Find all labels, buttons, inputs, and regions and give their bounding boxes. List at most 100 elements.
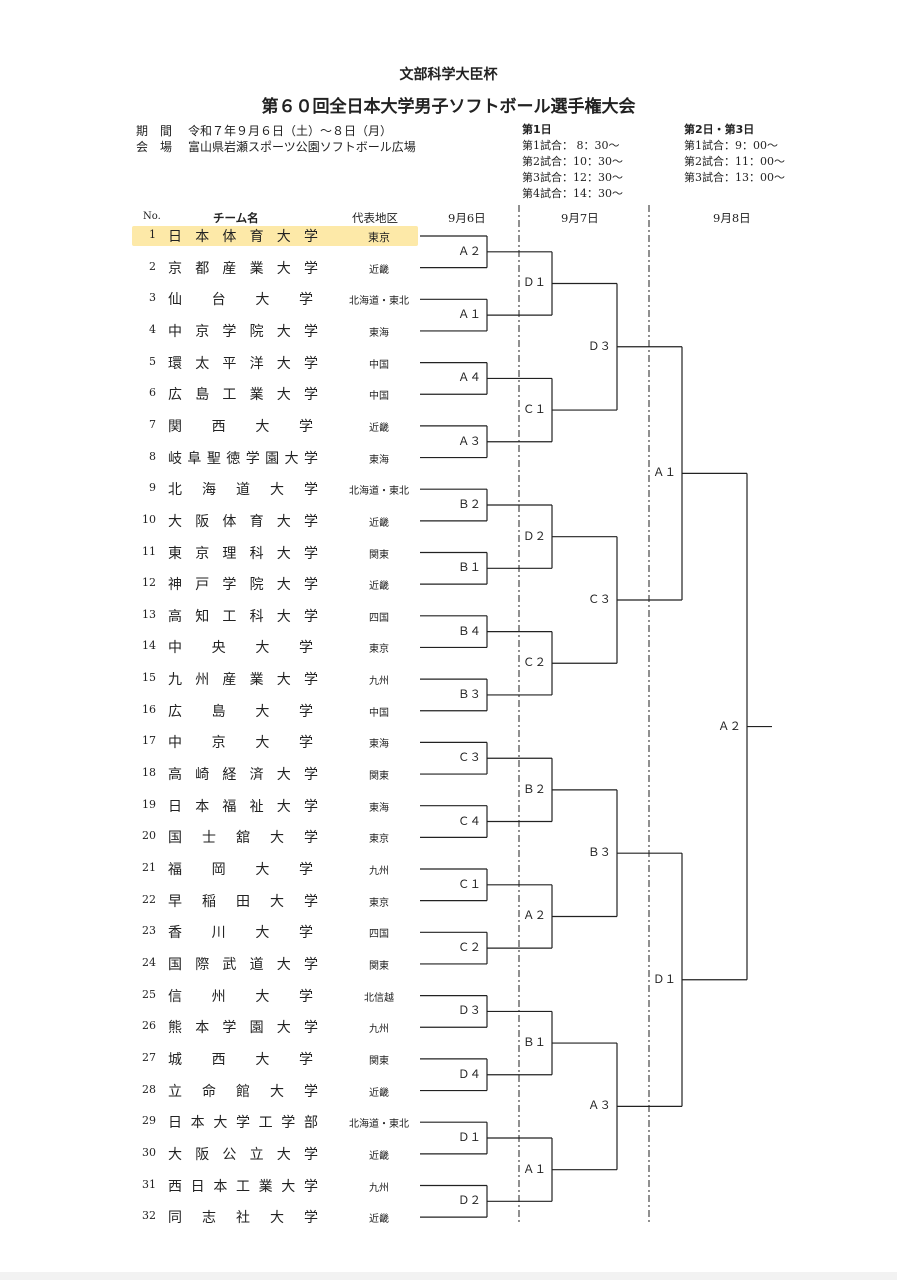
team-number: 8: [149, 449, 156, 463]
game-label: Ｄ３: [457, 1003, 482, 1018]
team-name-char: 学: [298, 862, 313, 878]
team-name: 国際武道大学: [168, 954, 318, 974]
team-name-char: 海: [202, 482, 216, 499]
team-name-char: 学: [298, 735, 313, 752]
tournament-title: 第６０回全日本大学男子ソフトボール選手権大会: [261, 97, 636, 117]
team-region: 近畿: [369, 422, 389, 434]
team-name-char: 学: [303, 608, 318, 625]
team-number: 27: [142, 1050, 156, 1064]
highlight-marker: [132, 226, 418, 246]
team-name: 神戸学院大学: [168, 574, 318, 594]
team-name-char: 科: [249, 608, 264, 625]
team-region: 四国: [369, 929, 389, 941]
team-name-char: 工: [222, 387, 237, 404]
team-name-char: 体: [222, 229, 237, 245]
team-region: 北信越: [364, 992, 394, 1004]
team-region: 四国: [369, 612, 389, 624]
team-name-char: 大: [276, 1146, 291, 1163]
team-number: 1: [149, 228, 156, 241]
team-region: 中国: [369, 359, 389, 371]
team-name-char: 神: [168, 577, 182, 594]
team-name-char: 学: [304, 1083, 318, 1100]
team-region: 近畿: [369, 517, 389, 529]
team-name-char: 学: [298, 640, 313, 657]
team-name-char: 島: [211, 703, 226, 720]
team-name-char: 大: [270, 830, 284, 847]
team-name-char: 台: [211, 292, 226, 309]
team-name-char: 仙: [168, 292, 182, 309]
team-number: 14: [142, 639, 156, 653]
column-header-team: チーム名: [213, 211, 259, 225]
column-header-day3: 9月8日: [713, 211, 751, 225]
team-name-char: 園: [265, 450, 280, 467]
team-region: 近畿: [369, 1087, 389, 1099]
team-name-char: 業: [258, 1178, 273, 1195]
team-name-char: 学: [304, 830, 318, 847]
game-label: Ｃ３: [587, 591, 612, 606]
team-name-char: 工: [235, 1178, 250, 1195]
team-name-char: 学: [304, 482, 318, 499]
team-name-char: 経: [222, 767, 237, 784]
team-number: 29: [142, 1114, 156, 1128]
team-name: 環太平洋大学: [168, 353, 318, 373]
team-number: 11: [142, 544, 156, 558]
team-name-char: 大: [255, 292, 270, 309]
team-number: 24: [142, 955, 156, 969]
game-label: Ｃ１: [457, 876, 482, 891]
team-number: 23: [142, 924, 156, 938]
team-name-char: 聖: [206, 450, 221, 467]
team-name-char: 大: [255, 862, 270, 878]
team-name-char: 院: [249, 323, 264, 340]
team-name-char: 学: [303, 387, 318, 404]
team-number: 16: [142, 702, 156, 716]
team-name-char: 大: [270, 1083, 284, 1100]
team-name-char: 学: [303, 513, 318, 530]
team-name-char: 大: [276, 1020, 291, 1037]
team-name-char: 本: [213, 1178, 228, 1195]
team-name: 中央大学: [168, 637, 313, 657]
team-name-char: 国: [168, 830, 182, 847]
team-name-char: 大: [168, 513, 182, 530]
team-region: 東京: [369, 644, 389, 656]
team-number: 9: [149, 481, 156, 495]
column-header-day2: 9月7日: [561, 211, 599, 225]
team-name: 中京学院大学: [168, 321, 318, 341]
team-region: 近畿: [369, 581, 389, 593]
team-name-char: 工: [258, 1115, 273, 1132]
schedule-day1-game: 第4試合：14：30～: [522, 187, 623, 200]
team-number: 3: [149, 291, 156, 305]
team-name-char: 環: [168, 355, 182, 372]
team-name: 西日本工業大学: [168, 1176, 318, 1196]
game-label: Ｃ１: [522, 402, 547, 417]
team-name-char: 学: [303, 323, 318, 340]
team-name-char: 学: [235, 1115, 250, 1132]
game-label: Ａ２: [457, 243, 482, 258]
team-name-char: 本: [190, 1115, 205, 1132]
team-name-char: 道: [236, 482, 250, 499]
team-name-char: 学: [303, 956, 318, 973]
team-region: 東海: [369, 454, 389, 466]
team-name-char: 太: [195, 355, 210, 372]
team-name-char: 中: [168, 735, 182, 752]
team-name-char: 平: [222, 355, 237, 372]
team-name-char: 大: [281, 1178, 296, 1195]
schedule-day23-title: 第2日・第3日: [684, 123, 755, 136]
team-name-char: 学: [303, 229, 318, 245]
team-name-char: 学: [298, 1051, 313, 1068]
team-number: 5: [149, 354, 156, 368]
team-name: 立命館大学: [168, 1081, 318, 1101]
team-region: 中国: [369, 707, 389, 719]
team-name-char: 学: [298, 925, 313, 942]
team-region: 近畿: [369, 1214, 389, 1226]
column-header-day1: 9月6日: [448, 211, 486, 225]
game-label: Ｃ４: [457, 813, 482, 828]
team-region: 北海道・東北: [349, 296, 409, 308]
period-value: 令和７年９月６日（土）～８日（月）: [188, 124, 393, 138]
team-name-char: 志: [202, 1210, 216, 1227]
game-label: Ｄ３: [587, 338, 612, 353]
team-region: 関東: [369, 960, 389, 972]
team-name-char: 大: [276, 608, 291, 625]
game-label: Ａ３: [457, 433, 482, 448]
team-name-char: 稲: [202, 893, 216, 910]
game-label: Ｂ４: [457, 623, 482, 638]
